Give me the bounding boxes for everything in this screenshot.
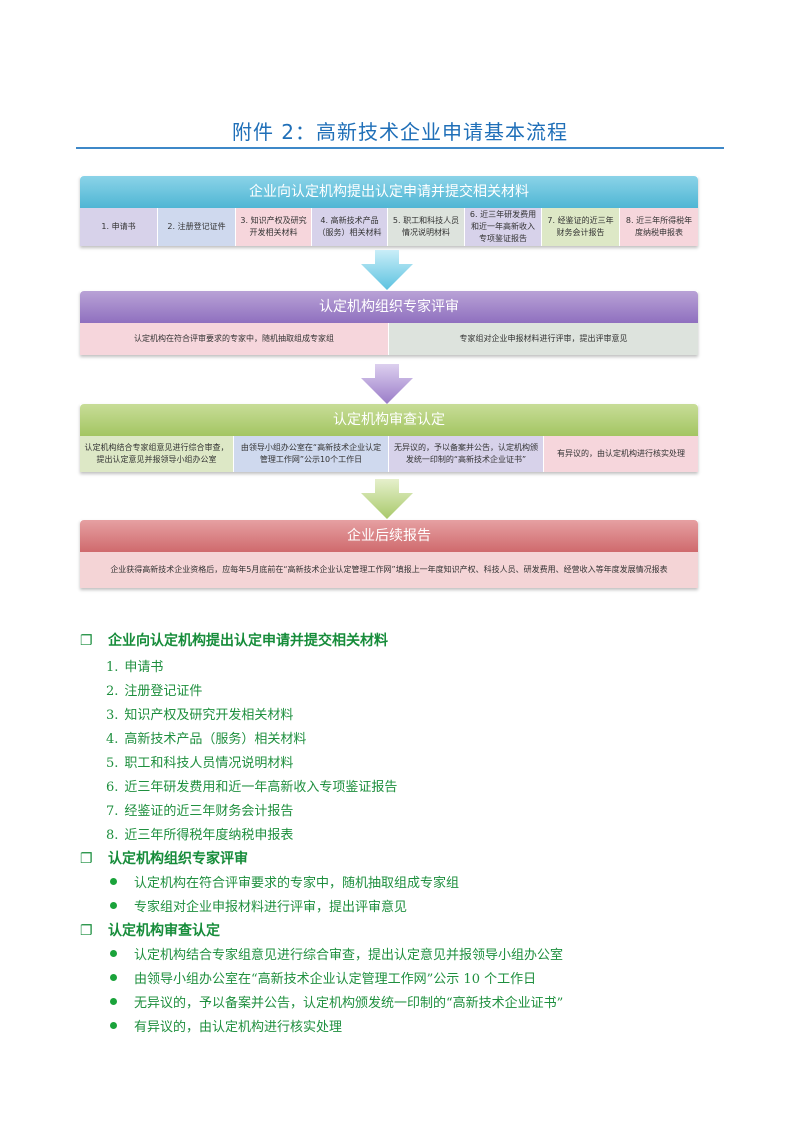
flow-stage-application: 企业向认定机构提出认定申请并提交相关材料 1. 申请书 2. 注册登记证件 3.… <box>80 176 698 246</box>
item-text: 高新技术产品（服务）相关材料 <box>124 732 307 747</box>
item-text: 认定机构结合专家组意见进行综合审查，提出认定意见并报领导小组办公室 <box>134 948 564 963</box>
list-item: 认定机构在符合评审要求的专家中，随机抽取组成专家组 <box>110 872 459 891</box>
bullet-icon <box>110 902 117 909</box>
checkbox-icon: ❐ <box>80 851 93 867</box>
flow-cell: 有异议的，由认定机构进行核实处理 <box>544 436 698 472</box>
flow-cell: 3. 知识产权及研究开发相关材料 <box>236 208 312 246</box>
stage-heading: 认定机构组织专家评审 <box>80 291 698 323</box>
item-number: 7. <box>106 804 119 819</box>
section-heading-application: ❐ 企业向认定机构提出认定申请并提交相关材料 <box>80 630 388 650</box>
flow-cell: 8. 近三年所得税年度纳税申报表 <box>620 208 698 246</box>
section-heading-review-approval: ❐ 认定机构审查认定 <box>80 920 220 940</box>
bullet-icon <box>110 998 117 1005</box>
list-item: 8. 近三年所得税年度纳税申报表 <box>106 824 293 843</box>
flow-arrow-down-icon <box>361 479 413 519</box>
list-item: 2. 注册登记证件 <box>106 680 202 699</box>
flow-arrow-down-icon <box>361 250 413 290</box>
stage-heading: 企业后续报告 <box>80 520 698 552</box>
flow-cell: 专家组对企业申报材料进行评审，提出评审意见 <box>389 323 698 355</box>
list-item: 认定机构结合专家组意见进行综合审查，提出认定意见并报领导小组办公室 <box>110 944 563 963</box>
section-heading-text: 认定机构组织专家评审 <box>108 851 248 867</box>
section-heading-text: 认定机构审查认定 <box>108 923 220 939</box>
list-item: 6. 近三年研发费用和近一年高新收入专项鉴证报告 <box>106 776 397 795</box>
flow-cell: 认定机构在符合评审要求的专家中，随机抽取组成专家组 <box>80 323 389 355</box>
item-number: 2. <box>106 684 119 699</box>
stage-heading: 企业向认定机构提出认定申请并提交相关材料 <box>80 176 698 208</box>
page-title: 附件 2：高新技术企业申请基本流程 <box>231 120 569 144</box>
flow-stage-expert-review: 认定机构组织专家评审 认定机构在符合评审要求的专家中，随机抽取组成专家组 专家组… <box>80 291 698 355</box>
flow-cell: 无异议的，予以备案并公告，认定机构颁发统一印制的“高新技术企业证书” <box>389 436 544 472</box>
item-text: 知识产权及研究开发相关材料 <box>124 708 294 723</box>
item-number: 3. <box>106 708 119 723</box>
item-number: 8. <box>106 828 119 843</box>
title-divider <box>76 147 724 149</box>
item-text: 认定机构在符合评审要求的专家中，随机抽取组成专家组 <box>134 876 460 891</box>
item-text: 专家组对企业申报材料进行评审，提出评审意见 <box>134 900 408 915</box>
flow-cell: 由领导小组办公室在“高新技术企业认定管理工作网”公示10个工作日 <box>234 436 389 472</box>
item-text: 近三年所得税年度纳税申报表 <box>124 828 294 843</box>
item-text: 经鉴证的近三年财务会计报告 <box>124 804 294 819</box>
list-item: 4. 高新技术产品（服务）相关材料 <box>106 728 306 747</box>
stage-heading: 认定机构审查认定 <box>80 404 698 436</box>
flow-cell: 1. 申请书 <box>80 208 158 246</box>
list-item: 7. 经鉴证的近三年财务会计报告 <box>106 800 293 819</box>
item-text: 近三年研发费用和近一年高新收入专项鉴证报告 <box>124 780 398 795</box>
item-number: 4. <box>106 732 119 747</box>
list-item: 3. 知识产权及研究开发相关材料 <box>106 704 293 723</box>
list-item: 有异议的，由认定机构进行核实处理 <box>110 1016 342 1035</box>
flow-stage-follow-up-report: 企业后续报告 企业获得高新技术企业资格后，应每年5月底前在“高新技术企业认定管理… <box>80 520 698 588</box>
flow-cell: 企业获得高新技术企业资格后，应每年5月底前在“高新技术企业认定管理工作网”填报上… <box>80 552 698 588</box>
item-text: 有异议的，由认定机构进行核实处理 <box>134 1020 343 1035</box>
bullet-icon <box>110 1022 117 1029</box>
item-number: 1. <box>106 660 119 675</box>
section-heading-text: 企业向认定机构提出认定申请并提交相关材料 <box>108 633 388 649</box>
item-text: 申请书 <box>124 660 164 675</box>
flow-cell: 5. 职工和科技人员情况说明材料 <box>388 208 465 246</box>
flow-cell: 认定机构结合专家组意见进行综合审查，提出认定意见并报领导小组办公室 <box>80 436 234 472</box>
list-item: 5. 职工和科技人员情况说明材料 <box>106 752 293 771</box>
section-heading-expert-review: ❐ 认定机构组织专家评审 <box>80 848 248 868</box>
flow-cell: 6. 近三年研发费用和近一年高新收入专项鉴证报告 <box>465 208 542 246</box>
checkbox-icon: ❐ <box>80 633 93 649</box>
list-item: 由领导小组办公室在“高新技术企业认定管理工作网”公示 10 个工作日 <box>110 968 536 987</box>
item-text: 无异议的，予以备案并公告，认定机构颁发统一印制的“高新技术企业证书” <box>134 996 564 1011</box>
item-text: 职工和科技人员情况说明材料 <box>124 756 294 771</box>
list-item: 无异议的，予以备案并公告，认定机构颁发统一印制的“高新技术企业证书” <box>110 992 563 1011</box>
list-item: 1. 申请书 <box>106 656 163 675</box>
flow-stage-review-approval: 认定机构审查认定 认定机构结合专家组意见进行综合审查，提出认定意见并报领导小组办… <box>80 404 698 472</box>
bullet-icon <box>110 950 117 957</box>
checkbox-icon: ❐ <box>80 923 93 939</box>
item-text: 注册登记证件 <box>124 684 203 699</box>
flow-cell: 2. 注册登记证件 <box>158 208 236 246</box>
item-number: 5. <box>106 756 119 771</box>
flow-arrow-down-icon <box>361 364 413 404</box>
flow-cell: 4. 高新技术产品（服务）相关材料 <box>312 208 388 246</box>
item-text: 由领导小组办公室在“高新技术企业认定管理工作网”公示 10 个工作日 <box>134 972 537 987</box>
item-number: 6. <box>106 780 119 795</box>
flow-cell: 7. 经鉴证的近三年财务会计报告 <box>542 208 620 246</box>
list-item: 专家组对企业申报材料进行评审，提出评审意见 <box>110 896 407 915</box>
bullet-icon <box>110 974 117 981</box>
bullet-icon <box>110 878 117 885</box>
